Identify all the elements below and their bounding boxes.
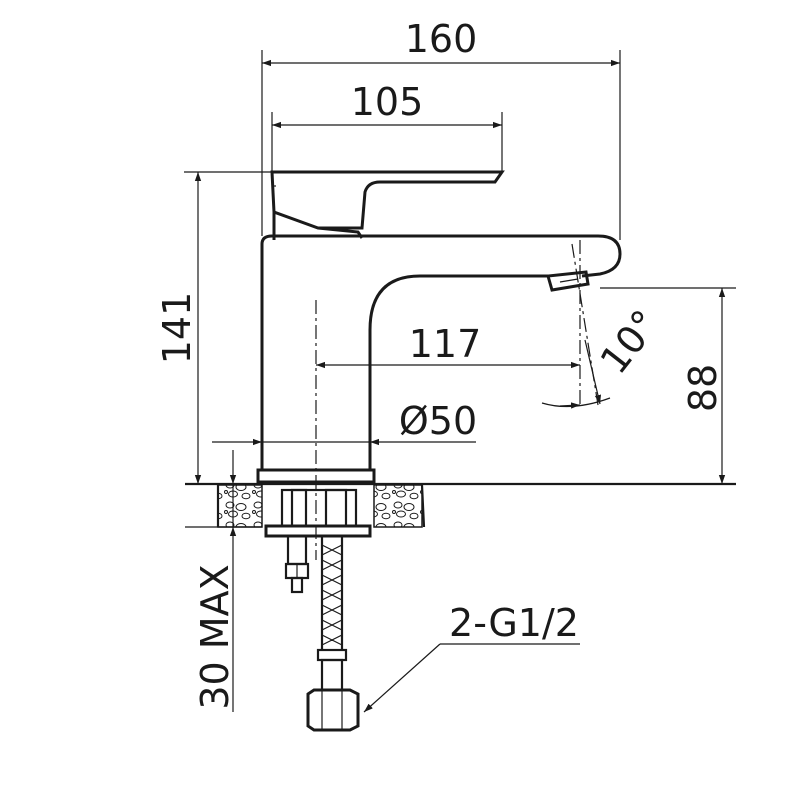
dimension-160: 160 [261,17,621,240]
lever-handle [270,170,505,230]
dim-label-160: 160 [405,17,478,61]
faucet-body [256,170,622,484]
leader-connection: 2-G1/2 [363,601,580,713]
dimension-88: 88 [600,287,736,484]
dimension-141: 141 [155,171,272,484]
dim-label-angle: 10° [592,302,668,382]
dim-label-105: 105 [351,80,424,124]
dim-label-30-max: 30 MAX [193,564,237,709]
aerator [546,270,590,292]
dimension-105: 105 [271,80,503,172]
countertop [185,482,736,528]
dim-label-141: 141 [155,292,199,365]
dimension-117: 117 [316,322,580,369]
connection-label: 2-G1/2 [449,601,579,645]
flex-hose [306,536,360,732]
dim-label-117: 117 [409,322,482,366]
dimension-30-max: 30 MAX [185,450,262,712]
dimension-angle-10: 10° [541,302,668,409]
dim-label-diameter: Ø50 [399,399,477,443]
dim-label-88: 88 [681,364,725,412]
dimension-diameter-50: Ø50 [212,399,477,446]
mounting-hardware [264,488,372,594]
body-spout-outline [260,234,622,470]
